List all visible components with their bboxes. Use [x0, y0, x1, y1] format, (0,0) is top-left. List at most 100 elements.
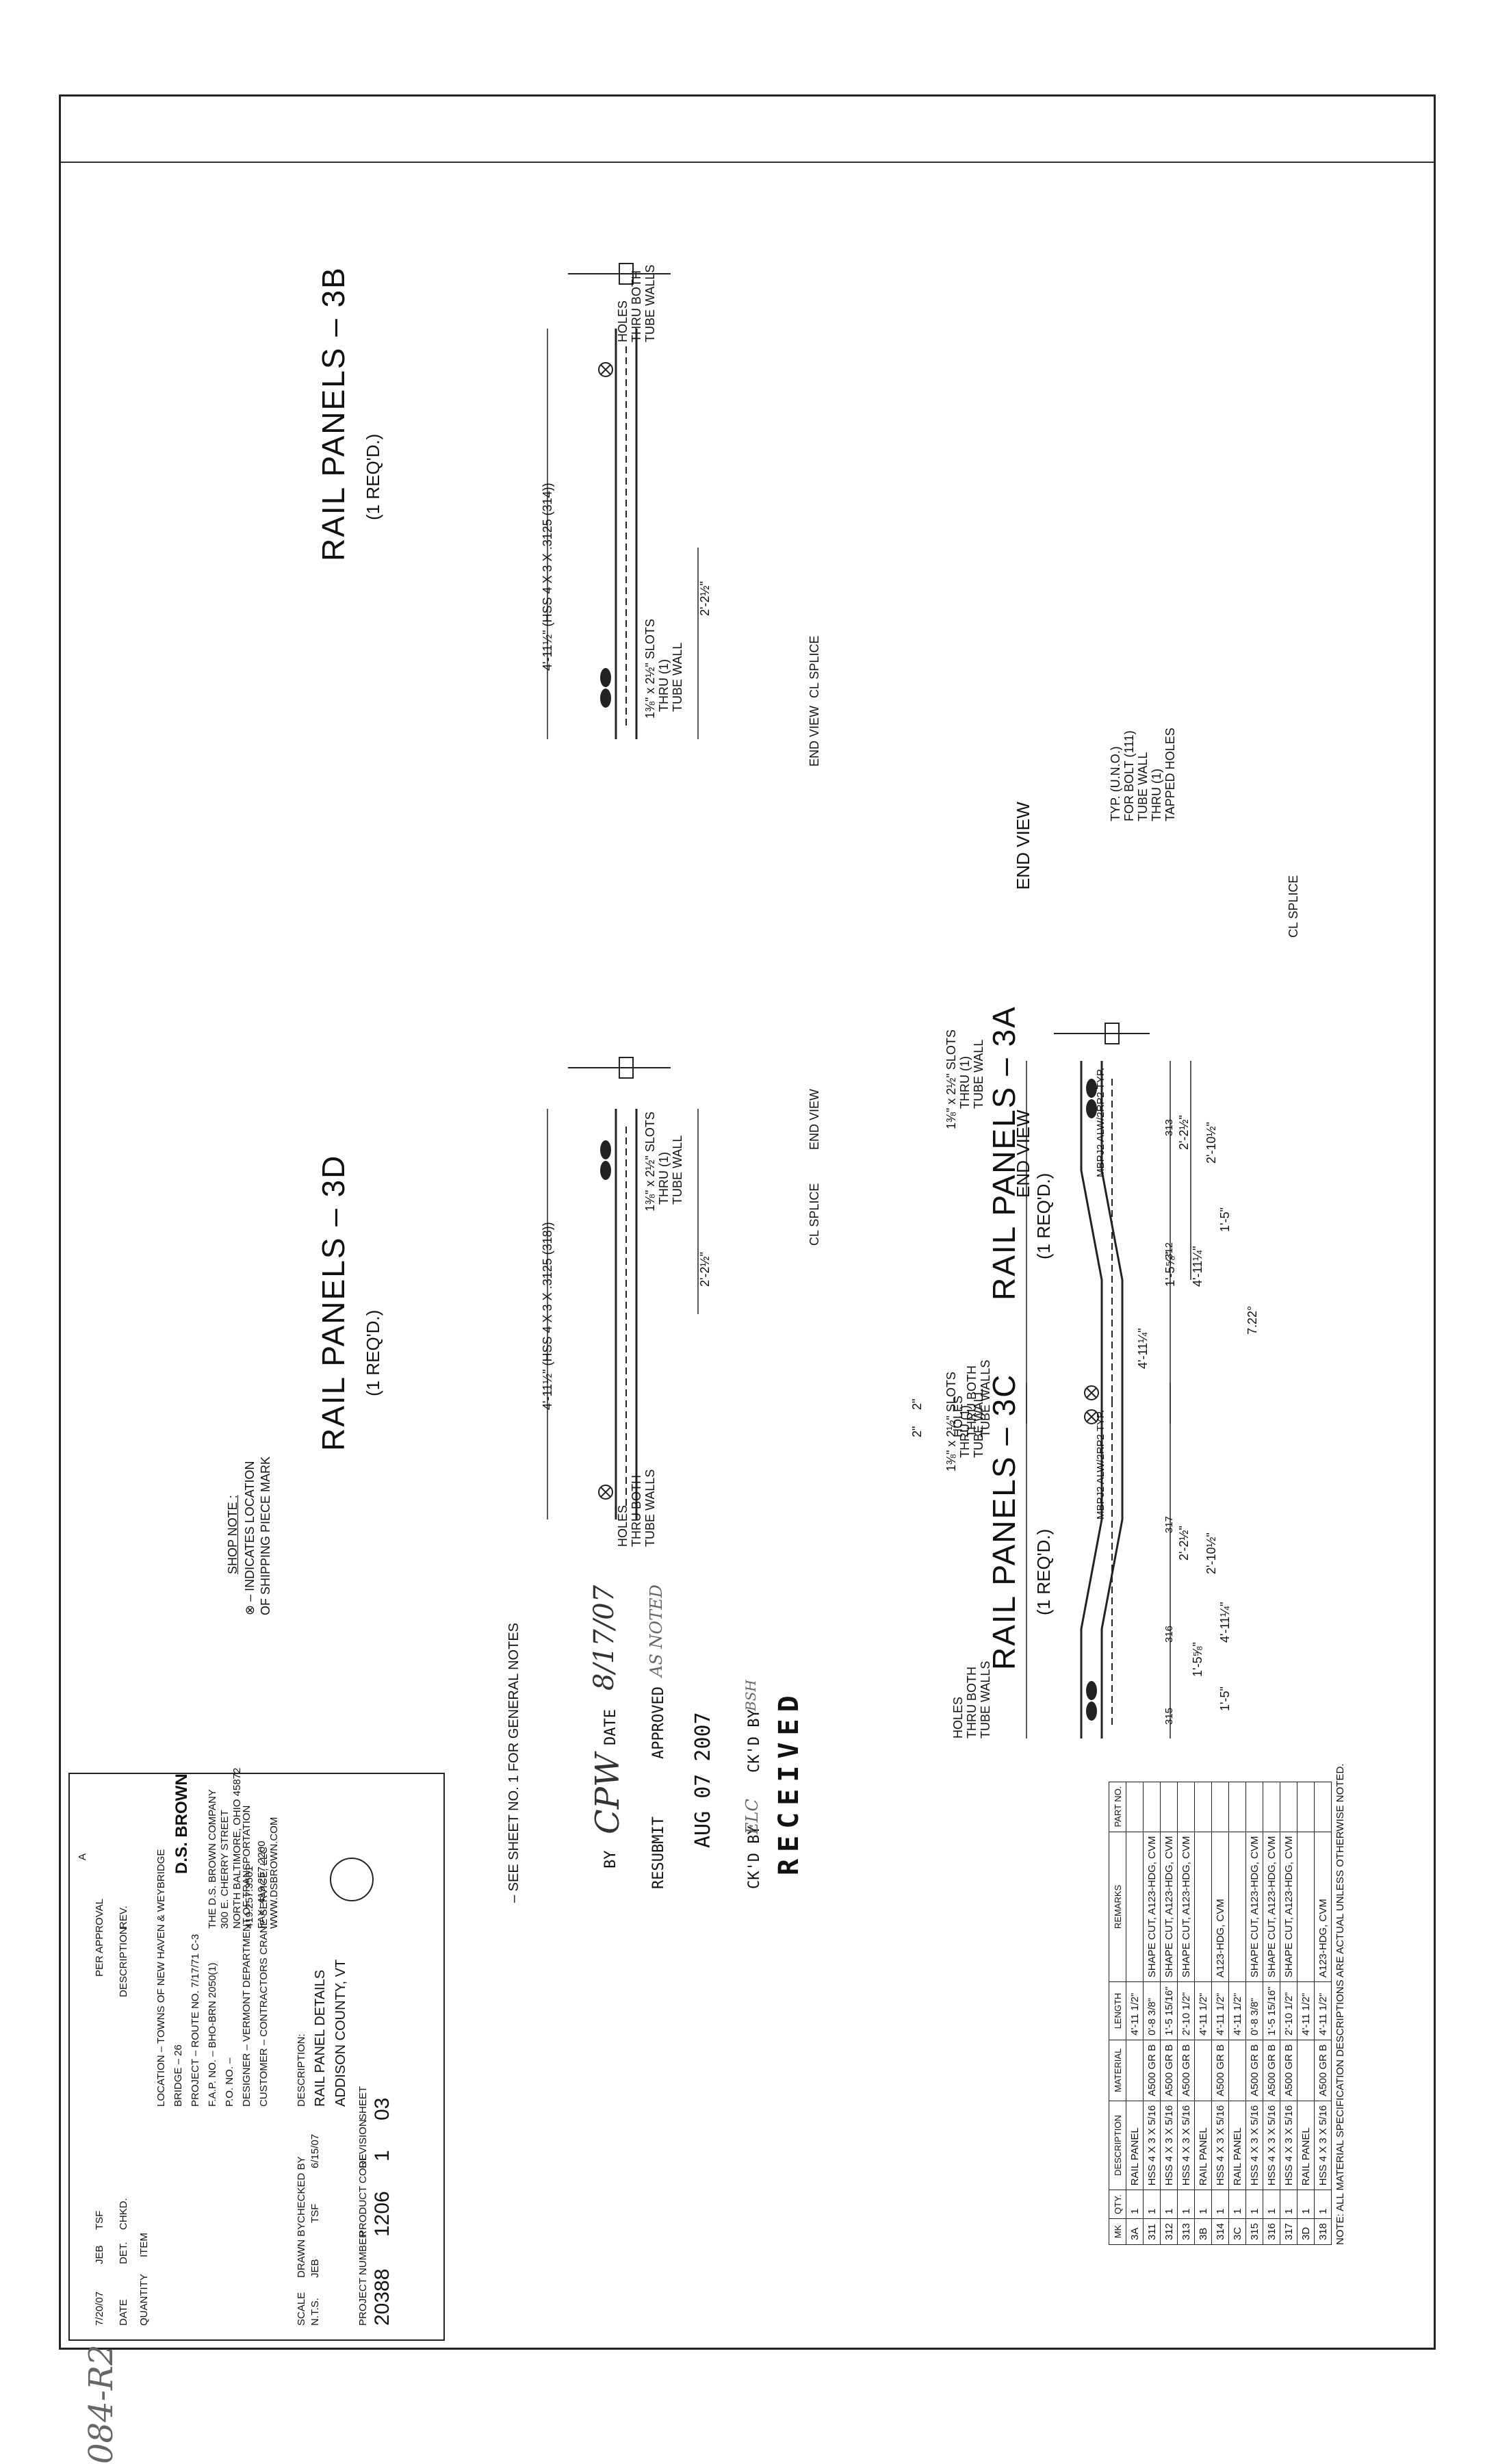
cell: SHAPE CUT, A123-HDG, CVM — [1263, 1832, 1280, 1982]
description-label: DESCRIPTION: — [296, 2033, 307, 2107]
slots-note: TUBE WALL — [671, 1135, 684, 1205]
rev-chkd: TSF — [94, 2210, 105, 2230]
project-number: 20388 — [371, 2268, 393, 2326]
cell: A500 GR B — [1177, 2040, 1195, 2101]
cell: SHAPE CUT, A123-HDG, CVM — [1177, 1832, 1195, 1982]
ckd-by-initials-2: BSH — [742, 1680, 759, 1711]
rev-date: 7/20/07 — [94, 2291, 105, 2326]
cell — [1297, 2040, 1315, 2101]
cell: A500 GR B — [1160, 2040, 1178, 2101]
as-noted: AS NOTED — [647, 1584, 666, 1677]
project-po: P.O. NO. – — [224, 2057, 235, 2107]
shipping-mark-icon — [1084, 1409, 1099, 1424]
cell: A123-HDG, CVM — [1211, 1832, 1229, 1982]
project-number-label: PROJECT NUMBER — [357, 2231, 369, 2326]
bom-table-wrap: MK QTY. DESCRIPTION MATERIAL LENGTH REMA… — [1109, 1764, 1346, 2245]
cell: 0'-8 3/8" — [1143, 1981, 1161, 2040]
cell: 1 — [1297, 2190, 1315, 2219]
slots-note: TUBE WALL — [671, 642, 684, 712]
company-logo: D.S. BROWN — [172, 1773, 191, 1874]
cell: RAIL PANEL — [1297, 2101, 1315, 2190]
received-date: AUG 07 2007 — [691, 1712, 715, 1848]
company-line: NORTH BALTIMORE, OHIO 45872 — [231, 1767, 243, 1929]
slots-note: THRU (1) — [657, 659, 671, 712]
cell: 1'-5 15/16" — [1263, 1981, 1280, 2040]
cell — [1228, 2040, 1246, 2101]
cell: 3C — [1228, 2218, 1246, 2245]
resubmit-label: RESUBMIT — [650, 1817, 667, 1889]
cell: HSS 4 X 3 X 5/16 — [1177, 2101, 1195, 2190]
rev-header: DATE — [118, 2299, 129, 2326]
cell: 1 — [1211, 2190, 1229, 2219]
cell: 318 — [1314, 2218, 1332, 2245]
checked-value: TSF — [309, 2203, 321, 2223]
holes-note: HOLES — [951, 1696, 965, 1738]
project-route: PROJECT – ROUTE NO. 7/17/71 C-3 — [190, 1934, 201, 2107]
bom-note: NOTE: ALL MATERIAL SPECIFICATION DESCRIP… — [1334, 1763, 1346, 2245]
sheet-number: 03 — [371, 2097, 393, 2120]
end-view-3b: END VIEW — [808, 705, 821, 767]
cl-splice-label: CL SPLICE — [808, 1183, 821, 1246]
panel-3d-reqd: (1 REQ'D.) — [363, 1309, 383, 1396]
cell: 313 — [1177, 2218, 1195, 2245]
cell — [1228, 1832, 1246, 1982]
bom-header: QTY. — [1109, 2190, 1126, 2219]
slots-note: 1⅜" x 2½" SLOTS — [944, 1372, 958, 1472]
cell: SHAPE CUT, A123-HDG, CVM — [1245, 1832, 1263, 1982]
panel-3b-title: RAIL PANELS – 3B — [315, 266, 351, 561]
bom-header: DESCRIPTION — [1109, 2101, 1126, 2190]
shop-note-line: OF SHIPPING PIECE MARK — [259, 1456, 272, 1615]
cell — [1263, 1782, 1280, 1832]
cell: 1 — [1228, 2190, 1246, 2219]
cell: 1 — [1314, 2190, 1332, 2219]
project-location: LOCATION – TOWNS OF NEW HAVEN & WEYBRIDG… — [155, 1849, 167, 2107]
tapped-holes: TYP. (U.N.O.) — [1109, 746, 1122, 821]
see-sheet-note: – SEE SHEET NO. 1 FOR GENERAL NOTES — [506, 1623, 521, 1903]
company-line: THE D.S. BROWN COMPANY — [207, 1789, 218, 1929]
cell — [1194, 1782, 1212, 1832]
cell — [1143, 1782, 1161, 1832]
dim-label: 2'-10½" — [1204, 1122, 1218, 1164]
holes-note: THRU BOTH — [630, 270, 643, 342]
cell: A500 GR B — [1143, 2040, 1161, 2101]
drawing-border — [59, 94, 1436, 2350]
cell: HSS 4 X 3 X 5/16 — [1245, 2101, 1263, 2190]
quantity-label: QUANTITY — [138, 2274, 150, 2326]
rev-desc: PER APPROVAL — [94, 1899, 105, 1977]
cell: 3A — [1126, 2218, 1144, 2245]
cell: 3B — [1194, 2218, 1212, 2245]
rev-det: JEB — [94, 2245, 105, 2264]
holes-note: TUBE WALLS — [979, 1660, 992, 1738]
by-initials: CPW — [589, 1753, 627, 1834]
cell: 315 — [1245, 2218, 1263, 2245]
cell: 4'-11 1/2" — [1126, 1981, 1144, 2040]
company-line: WWW.DSBROWN.COM — [268, 1817, 280, 1929]
panel-3b-drawing — [547, 263, 699, 739]
tapped-holes: TUBE WALL — [1136, 752, 1150, 821]
ckd-by-label: CK'D BY — [746, 1825, 763, 1889]
cell — [1314, 1782, 1332, 1832]
panel-3d-title: RAIL PANELS – 3D — [315, 1154, 351, 1451]
cell — [1160, 1782, 1178, 1832]
company-line: FAX: 419.257.2200 — [256, 1840, 268, 1929]
product-code: 1206 — [371, 2191, 393, 2237]
mark-label: 316 — [1163, 1625, 1175, 1643]
cell: 1 — [1126, 2190, 1144, 2219]
revision-label: REVISION — [357, 2119, 369, 2168]
cell — [1297, 1832, 1315, 1982]
weld-note: MBPJ2 ALW/2RP2 TYP. — [1095, 1067, 1107, 1177]
bom-header: MATERIAL — [1109, 2040, 1126, 2101]
mark-label: 317 — [1163, 1515, 1175, 1533]
slots-note: 1⅜" x 2½" SLOTS — [643, 619, 657, 719]
slots-note: THRU (1) — [958, 1056, 972, 1109]
mark-label: 313 — [1163, 1118, 1175, 1136]
slots-note: TUBE WALL — [972, 1039, 985, 1109]
cell: HSS 4 X 3 X 5/16 — [1143, 2101, 1161, 2190]
dim-label: 1'-5⅝" — [1191, 1642, 1204, 1677]
cl-splice-label: CL SPLICE — [808, 635, 821, 698]
cell: 1 — [1143, 2190, 1161, 2219]
